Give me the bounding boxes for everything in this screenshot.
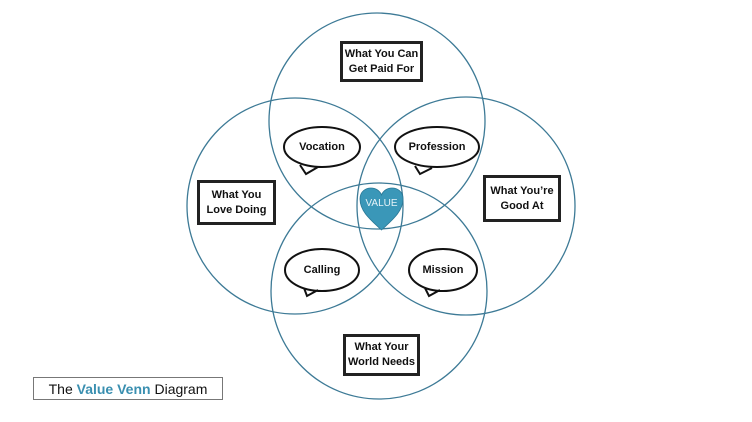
bubble-label-vocation: Vocation — [299, 141, 345, 153]
title-accent: Value Venn — [76, 380, 151, 397]
diagram-title: The Value Venn Diagram — [33, 377, 223, 400]
circle-world-needs — [270, 182, 488, 400]
label-world-needs: What Your World Needs — [343, 334, 420, 376]
center-value-label: VALUE — [365, 198, 398, 209]
circle-good-at — [356, 96, 576, 316]
speech-bubble-mission — [408, 248, 479, 298]
title-suffix: Diagram — [150, 380, 208, 397]
speech-bubble-calling — [284, 248, 361, 298]
speech-bubble-profession — [394, 126, 481, 176]
label-get-paid: What You Can Get Paid For — [340, 41, 423, 82]
heart-icon — [359, 187, 404, 231]
circle-love-doing — [186, 97, 404, 315]
speech-bubble-vocation — [283, 126, 362, 176]
bubble-label-calling: Calling — [303, 264, 341, 276]
bubble-label-profession: Profession — [408, 141, 466, 153]
label-love-doing: What You Love Doing — [197, 180, 276, 225]
label-good-at: What You’re Good At — [483, 175, 561, 222]
bubble-label-mission: Mission — [422, 264, 464, 276]
circle-get-paid — [268, 12, 486, 230]
title-prefix: The — [48, 380, 77, 397]
